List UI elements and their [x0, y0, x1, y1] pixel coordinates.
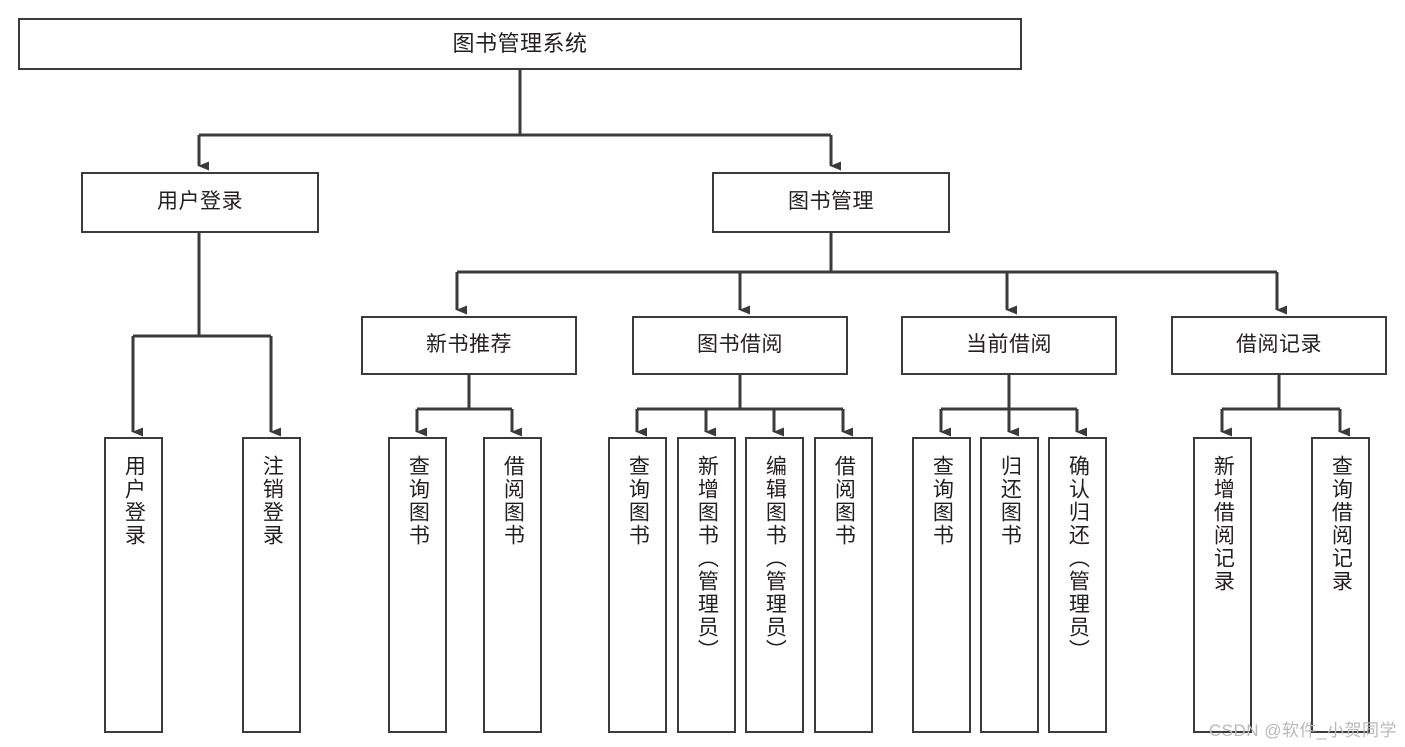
node-label: 新增借阅记录 [1211, 455, 1235, 593]
leaf-record-add-record[interactable]: 新增借阅记录 [1193, 437, 1252, 733]
node-label: 图书借阅 [697, 333, 783, 357]
leaf-borrow-query-book[interactable]: 查询图书 [608, 437, 667, 733]
node-label: 确认归还（管理员） [1066, 455, 1090, 662]
node-label: 查询图书 [626, 455, 650, 547]
node-book-borrow[interactable]: 图书借阅 [632, 316, 848, 375]
node-label: 查询图书 [406, 455, 430, 547]
leaf-user-login-logout[interactable]: 注销登录 [242, 437, 301, 733]
node-label: 借阅图书 [501, 455, 525, 547]
node-user-login[interactable]: 用户登录 [81, 172, 319, 233]
leaf-borrow-borrow-book[interactable]: 借阅图书 [814, 437, 873, 733]
node-label: 用户登录 [157, 190, 243, 214]
node-label: 归还图书 [998, 455, 1022, 547]
leaf-current-query-book[interactable]: 查询图书 [912, 437, 971, 733]
node-label: 查询图书 [930, 455, 954, 547]
node-label: 图书管理 [788, 190, 874, 214]
node-borrow-record[interactable]: 借阅记录 [1171, 316, 1387, 375]
node-label: 借阅图书 [832, 455, 856, 547]
leaf-current-confirm-return[interactable]: 确认归还（管理员） [1048, 437, 1107, 733]
node-label: 新书推荐 [426, 333, 512, 357]
node-label: 当前借阅 [966, 333, 1052, 357]
leaf-record-query-record[interactable]: 查询借阅记录 [1311, 437, 1370, 733]
leaf-recommend-query-book[interactable]: 查询图书 [388, 437, 447, 733]
node-book-management[interactable]: 图书管理 [712, 172, 950, 233]
node-new-book-recommend[interactable]: 新书推荐 [361, 316, 577, 375]
node-label: 借阅记录 [1236, 333, 1322, 357]
node-label: 图书管理系统 [452, 31, 588, 57]
leaf-current-return-book[interactable]: 归还图书 [980, 437, 1039, 733]
node-label: 用户登录 [122, 455, 146, 547]
csdn-watermark: CSDN @软件_小贺同学 [1208, 721, 1397, 740]
leaf-borrow-add-book[interactable]: 新增图书（管理员） [677, 437, 736, 733]
leaf-user-login-login[interactable]: 用户登录 [104, 437, 163, 733]
node-root-system[interactable]: 图书管理系统 [18, 18, 1022, 70]
node-label: 编辑图书（管理员） [763, 455, 787, 662]
leaf-borrow-edit-book[interactable]: 编辑图书（管理员） [745, 437, 804, 733]
leaf-recommend-borrow-book[interactable]: 借阅图书 [483, 437, 542, 733]
node-label: 查询借阅记录 [1329, 455, 1353, 593]
node-label: 注销登录 [260, 455, 284, 547]
node-current-borrow[interactable]: 当前借阅 [901, 316, 1117, 375]
node-label: 新增图书（管理员） [695, 455, 719, 662]
